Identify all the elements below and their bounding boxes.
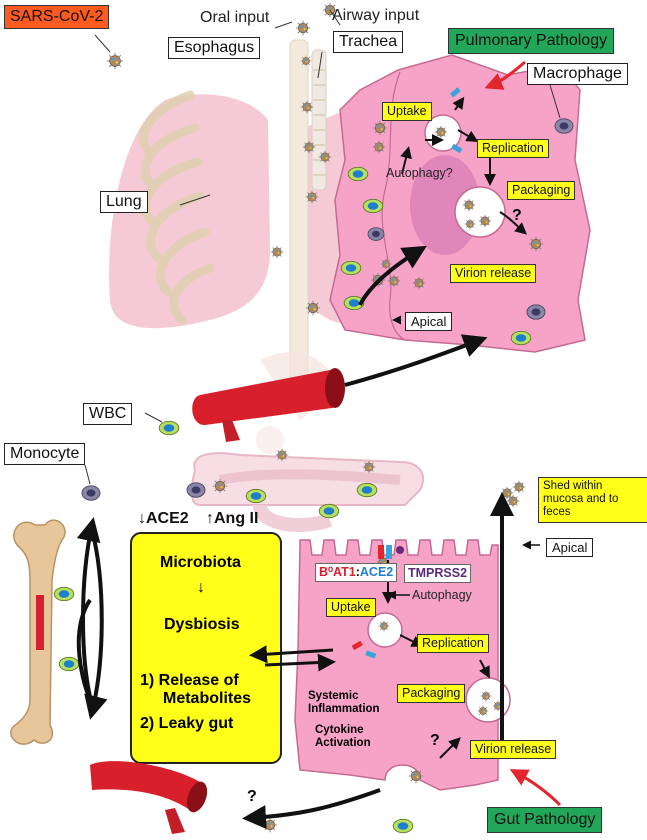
angii-up-text: Ang II [214, 510, 259, 527]
down-arrow-icon: ↓ [138, 510, 146, 527]
gut-virion-release-step: Virion release [470, 740, 557, 759]
microbiota-down-arrow: ↓ [197, 579, 205, 596]
gut-uptake-step: Uptake [326, 598, 376, 617]
microbiota-box [130, 532, 282, 764]
airway-input-label: Airway input [332, 7, 420, 24]
blood-vessel-lower [90, 761, 208, 834]
pulmonary-red-arrow [484, 60, 526, 90]
gut-autophagy-label: Autophagy [412, 588, 472, 602]
release-metabolites-text-1: 1) Release of [140, 672, 239, 689]
pulmonary-apical-label: Apical [405, 312, 453, 331]
angii-increase-label: ↑Ang II [206, 511, 258, 527]
leader-lines [84, 9, 561, 485]
oral-input-label: Oral input [200, 9, 270, 26]
gut-question-mark: ? [430, 732, 440, 749]
pulmonary-packaging-step: Packaging [507, 181, 576, 200]
gut-apical-label: Apical [546, 538, 594, 557]
colon-text: : [355, 565, 360, 579]
blood-vessel-upper [192, 368, 345, 442]
bone [10, 519, 66, 745]
gut-packaging-step: Packaging [397, 684, 466, 703]
systemic-inflammation-label: Systemic Inflammation [308, 690, 380, 716]
ace2-receptor-text: ACE2 [359, 565, 394, 579]
gut-replication-step: Replication [417, 634, 489, 653]
cytokine-activation-label: Cytokine Activation [315, 724, 371, 750]
pulmonary-question-mark: ? [512, 207, 522, 224]
gut-pathology-label: Gut Pathology [487, 807, 603, 833]
pulmonary-uptake-step: Uptake [382, 102, 432, 121]
macrophage-label: Macrophage [527, 63, 628, 85]
sars-cov-2-label: SARS-CoV-2 [4, 5, 110, 29]
esophagus-label: Esophagus [168, 37, 261, 59]
pulmonary-autophagy-label: Autophagy? [386, 166, 453, 180]
pulmonary-replication-step: Replication [477, 139, 549, 158]
up-arrow-icon: ↑ [206, 510, 214, 527]
bone-arrow-down [84, 529, 108, 720]
trachea-label: Trachea [333, 31, 404, 53]
blood-question-mark: ? [247, 788, 257, 805]
lung-label: Lung [100, 191, 148, 213]
pulmonary-virion-release-step: Virion release [450, 264, 537, 283]
shed-label: Shed within mucosa and to feces [538, 477, 647, 523]
tmprss2-label: TMPRSS2 [404, 564, 472, 583]
monocyte-label: Monocyte [4, 443, 86, 465]
gut-red-arrow [509, 769, 562, 807]
wbc-label: WBC [83, 403, 133, 425]
b0at1-ace2-label: B⁰AT1:ACE2 [315, 563, 398, 582]
ace2-decrease-label: ↓ACE2 [138, 511, 189, 527]
bone-arrow-up [76, 517, 101, 706]
microbiota-text: Microbiota [160, 554, 241, 571]
release-metabolites-text-2: Metabolites [163, 690, 252, 707]
b0at1-text: B⁰AT1 [319, 565, 356, 579]
leaky-gut-text: 2) Leaky gut [140, 715, 234, 732]
pulmonary-pathology-label: Pulmonary Pathology [448, 28, 615, 54]
ace2-down-text: ACE2 [146, 510, 189, 527]
dysbiosis-text: Dysbiosis [164, 616, 240, 633]
